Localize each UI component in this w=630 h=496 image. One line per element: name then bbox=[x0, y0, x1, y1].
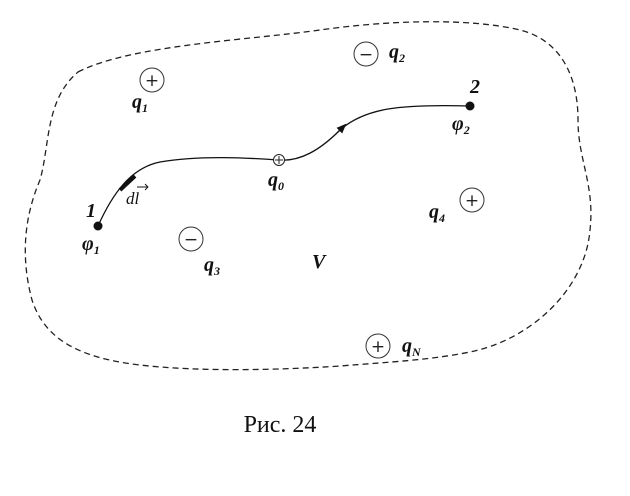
point-1-number: 1 bbox=[86, 200, 96, 222]
point-2-number: 2 bbox=[469, 76, 480, 98]
figure-caption: Рис. 24 bbox=[244, 412, 317, 438]
charge-q2-label: q2 bbox=[389, 41, 405, 65]
point-2: 2 φ2 bbox=[452, 76, 480, 137]
point-1-dot bbox=[93, 221, 103, 231]
charge-q3-circle bbox=[178, 226, 204, 252]
test-charge-q0: q0 bbox=[268, 154, 285, 193]
element-dl-vector-mark bbox=[137, 183, 149, 191]
region-label: V bbox=[312, 251, 327, 273]
integration-path bbox=[97, 104, 471, 227]
test-charge-plus-icon bbox=[275, 156, 283, 164]
test-charge-label: q0 bbox=[268, 169, 284, 193]
point-2-dot bbox=[465, 101, 475, 111]
element-dl-label: dl bbox=[126, 183, 149, 208]
charge-q3: − q3 bbox=[178, 226, 220, 278]
charge-q3-sign: − bbox=[184, 230, 198, 250]
charge-qN-circle bbox=[365, 333, 391, 359]
point-1: 1 φ1 bbox=[82, 200, 103, 257]
element-dl-arrow bbox=[118, 174, 137, 192]
charge-q1-sign: + bbox=[145, 71, 159, 91]
charge-q1-circle bbox=[139, 67, 165, 93]
path-direction-arrow bbox=[336, 123, 347, 134]
charge-q4-label: q4 bbox=[429, 201, 445, 225]
charge-q4-sign: + bbox=[465, 191, 479, 211]
charge-qN-sign: + bbox=[371, 337, 385, 357]
charge-q3-label: q3 bbox=[204, 254, 220, 278]
charge-q1-label: q1 bbox=[132, 91, 148, 115]
charge-q2-sign: − bbox=[359, 45, 373, 65]
charge-q2-circle bbox=[353, 41, 379, 67]
charge-qN: + qN bbox=[365, 333, 422, 359]
charge-q4: + q4 bbox=[429, 187, 485, 225]
charge-q2: − q2 bbox=[353, 41, 405, 67]
point-2-potential: φ2 bbox=[452, 113, 470, 137]
region-boundary bbox=[24, 21, 592, 371]
charge-qN-label: qN bbox=[402, 335, 422, 359]
element-dl-text: dl bbox=[126, 189, 140, 208]
charge-q4-circle bbox=[459, 187, 485, 213]
charge-q1: + q1 bbox=[132, 67, 165, 115]
point-1-potential: φ1 bbox=[82, 233, 100, 257]
